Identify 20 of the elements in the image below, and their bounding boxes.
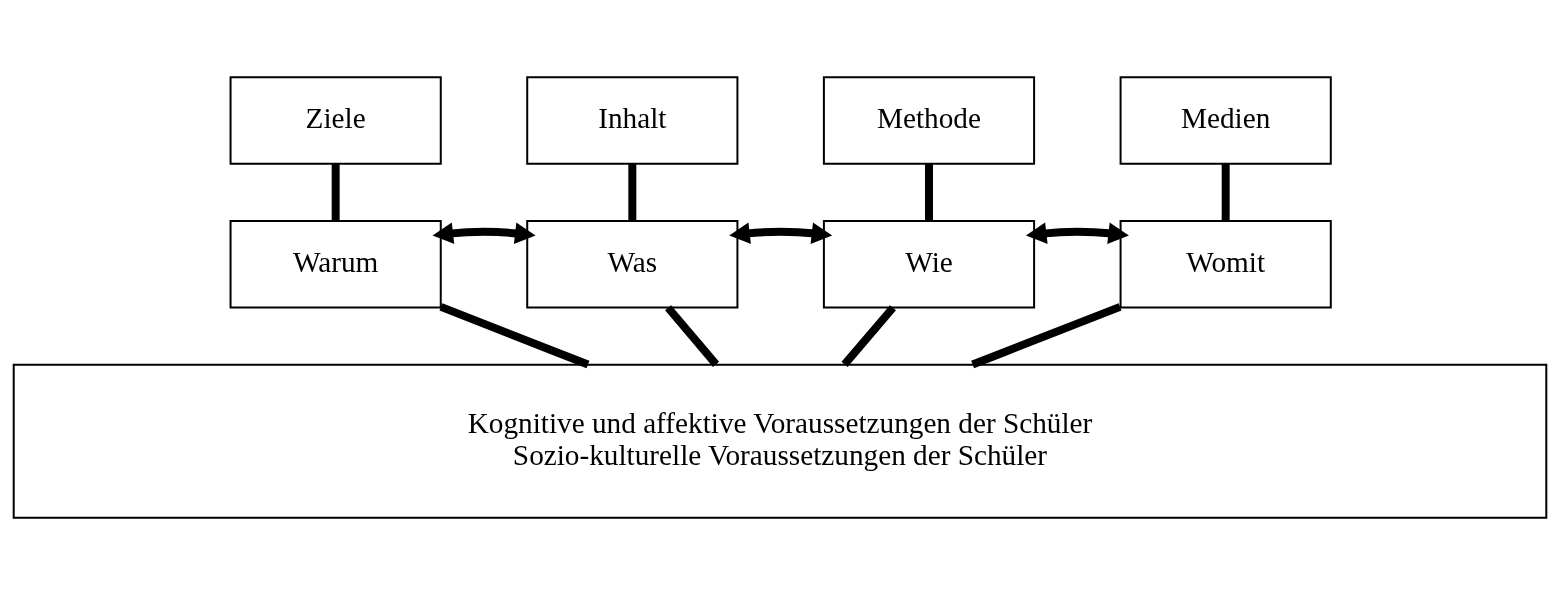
node-box: Was [526,220,739,309]
node-box: Inhalt [526,76,739,165]
node-box: Methode [822,76,1036,165]
connector [925,163,933,221]
connector [665,305,720,367]
node-box: Ziele [229,76,442,165]
connector [331,163,340,221]
connector [628,163,637,221]
connector [841,305,896,367]
node-box: Kognitive und affektive Voraussetzungen der Schüler Sozio-kulturelle Voraussetzungen der Schüler [12,363,1548,519]
arrow [432,222,536,244]
node-box: Womit [1119,220,1332,309]
arrow [729,222,833,244]
arrow [1025,222,1129,244]
connector [439,303,590,369]
node-box: Warum [229,220,442,309]
node-box: Wie [822,220,1036,309]
connector [1221,163,1230,221]
node-box: Medien [1119,76,1332,165]
connector [971,303,1122,369]
